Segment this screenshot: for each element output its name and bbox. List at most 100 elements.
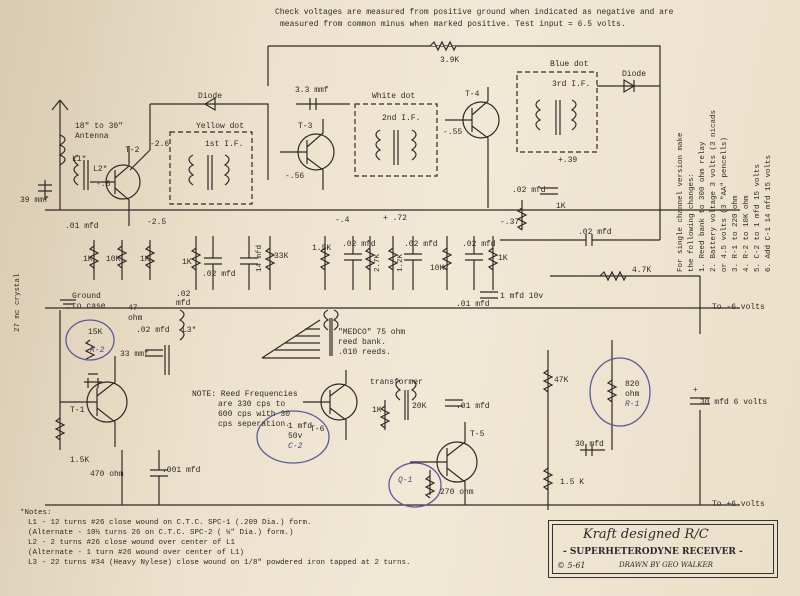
cap-02mfd-h: .02 mfd bbox=[136, 326, 170, 335]
resistor-270ohm: 270 ohm bbox=[440, 488, 474, 497]
cap-30mfd-6v-label: 30 mfd 6 volts bbox=[700, 398, 768, 407]
medco-line-3: .010 reeds. bbox=[338, 348, 391, 357]
l2-label: L2* bbox=[93, 165, 108, 174]
medco-line-1: "MEDCO" 75 ohm bbox=[338, 328, 406, 337]
cap-14mfd: 14 mfd bbox=[256, 244, 264, 272]
t4-label: T-4 bbox=[465, 90, 480, 99]
header-note-1: Check voltages are measured from positiv… bbox=[275, 8, 674, 17]
voltage-25: -2.5 bbox=[147, 218, 167, 227]
side-note-line: 5. C-2 to 1 mfd 15 volts bbox=[754, 163, 762, 272]
t3-label: T-3 bbox=[298, 122, 313, 131]
resistor-1-2k: 1.2K bbox=[397, 253, 405, 272]
resistor-2-7k: 2.7K bbox=[374, 253, 382, 272]
r2-label: R-2 bbox=[90, 346, 105, 355]
reed-note-3: 600 cps with 30 bbox=[218, 410, 291, 419]
resistor-820-ohm: ohm bbox=[625, 390, 640, 399]
resistor-47-ohm: ohm bbox=[128, 314, 143, 323]
cap-01mfd-b: .01 mfd bbox=[456, 300, 490, 309]
side-note-line: or 4.5 volts (3 "AA" pencells) bbox=[721, 136, 729, 272]
t2-label: T-2 bbox=[125, 146, 140, 155]
title-block: Kraft designed R/C - SUPERHETERODYNE REC… bbox=[548, 520, 778, 578]
resistor-3-9k-label: 3.9K bbox=[440, 56, 460, 65]
cap-02mfd-e: .02 mfd bbox=[512, 186, 546, 195]
cap-02-g: .02 bbox=[176, 290, 191, 299]
side-note-line: 3. R-1 to 220 ohm bbox=[732, 195, 740, 272]
cap-02mfd-d: .02 mfd bbox=[462, 240, 496, 249]
resistor-1-5k-d: 1.5K bbox=[70, 456, 90, 465]
if2-label: 2nd I.F. bbox=[382, 114, 421, 123]
coil-note-line: (Alternate - 1 turn #26 wound over cente… bbox=[28, 549, 245, 557]
blue-dot-label: Blue dot bbox=[550, 60, 589, 69]
diode-top-label: Diode bbox=[198, 92, 223, 101]
side-note-line: 1. Reed bank to 300 ohm relay bbox=[699, 141, 707, 272]
side-note-line: the following changes: bbox=[688, 172, 696, 272]
cap-01mfd-c: .01 mfd bbox=[456, 402, 490, 411]
transformer-label: transformer bbox=[370, 378, 423, 387]
antenna-label: Antenna bbox=[75, 132, 109, 141]
t6-label: T-6 bbox=[310, 425, 325, 434]
side-note-line: 4. R-2 to 10K ohm bbox=[743, 195, 751, 272]
resistor-10k-b: 10K bbox=[430, 264, 445, 273]
resistor-47-label: 47 bbox=[128, 304, 138, 313]
cap-02mfd-b: .02 mfd bbox=[342, 240, 376, 249]
side-note-line: 2. Battery voltage 3 volts (3 nicads bbox=[710, 109, 718, 272]
resistor-1k-a: 1K bbox=[83, 255, 93, 264]
if3-label: 3rd I.F. bbox=[552, 80, 591, 89]
side-note-line: For single channel version make bbox=[677, 132, 685, 272]
to-case-label: to case bbox=[72, 302, 106, 311]
yellow-dot-label: Yellow dot bbox=[196, 122, 245, 131]
resistor-15k-b: 15K bbox=[88, 328, 103, 337]
resistor-1k-c: 1K bbox=[182, 258, 192, 267]
resistor-4-7k-a: 4.7K bbox=[632, 266, 652, 275]
resistor-820-value: 820 bbox=[625, 380, 640, 389]
cap-33mmf: 33 mmf bbox=[120, 350, 149, 359]
resistor-33k: 33K bbox=[274, 252, 289, 261]
voltage-4: -.4 bbox=[335, 216, 350, 225]
l3-label: L3* bbox=[182, 326, 197, 335]
cap-30mfd-6v-plus: + bbox=[693, 386, 698, 395]
coil-note-line: L1 - 12 turns #26 close wound on C.T.C. … bbox=[28, 519, 312, 527]
voltage-26: -2.6 bbox=[150, 140, 170, 149]
cap-30mfd: 30 mfd bbox=[575, 440, 604, 449]
reed-note-4: cps seperation. bbox=[218, 420, 291, 429]
voltage-39: +.39 bbox=[558, 156, 578, 165]
resistor-1k-b: 1K bbox=[140, 255, 150, 264]
cap-c2-label: C-2 bbox=[288, 442, 303, 451]
resistor-1-5k-a: 1.5K bbox=[312, 244, 332, 253]
resistor-47k-b: 47K bbox=[554, 376, 569, 385]
reed-note-1: NOTE: Reed Frequencies bbox=[192, 390, 298, 399]
side-note-line: 6. Add C-1 14 mfd 15 volts bbox=[765, 154, 773, 272]
title-drawn-by: DRAWN BY GEO WALKER bbox=[619, 561, 713, 569]
to-minus-6-volts: To -6 volts bbox=[712, 303, 765, 312]
voltage-55: -.55 bbox=[443, 128, 463, 137]
medco-line-2: reed bank. bbox=[338, 338, 387, 347]
cap-c2-value: 1 mfd bbox=[288, 422, 313, 431]
crystal-label: 27 mc crystal bbox=[14, 273, 22, 332]
header-note-2: measured from common minus when marked p… bbox=[280, 20, 626, 29]
title-line-1: Kraft designed R/C bbox=[583, 527, 709, 542]
voltage-37: -.37 bbox=[500, 218, 520, 227]
resistor-1k-d: 1K bbox=[498, 254, 508, 263]
cap-02mfd-a: .02 mfd bbox=[202, 270, 236, 279]
notes-heading: *Notes: bbox=[20, 509, 52, 517]
l1-label: L1* bbox=[72, 155, 87, 164]
cap-02-g-unit: mfd bbox=[176, 299, 191, 308]
resistor-1k-f: 1K bbox=[372, 406, 382, 415]
coil-note-line: (Alternate - 10½ turns 26 on C.T.C. SPC-… bbox=[28, 529, 294, 537]
voltage-t2: -.8 bbox=[96, 180, 111, 189]
voltage-72: + .72 bbox=[383, 214, 408, 223]
resistor-10k-a: 10K bbox=[106, 255, 121, 264]
resistor-470ohm: 470 ohm bbox=[90, 470, 124, 479]
cap-001mfd: .001 mfd bbox=[162, 466, 201, 475]
cap-39mmf-label: 39 mmf bbox=[20, 196, 49, 205]
white-dot-label: White dot bbox=[372, 92, 416, 101]
to-plus-6-volts: To +6 volts bbox=[712, 500, 765, 509]
resistor-20k: 20K bbox=[412, 402, 427, 411]
cap-3-3mmf-label: 3.3 mmf bbox=[295, 86, 329, 95]
t5-label: T-5 bbox=[470, 430, 485, 439]
t1-label: T-1 bbox=[70, 406, 85, 415]
diode-right-label: Diode bbox=[622, 70, 647, 79]
resistor-820-r1: R-1 bbox=[625, 400, 640, 409]
